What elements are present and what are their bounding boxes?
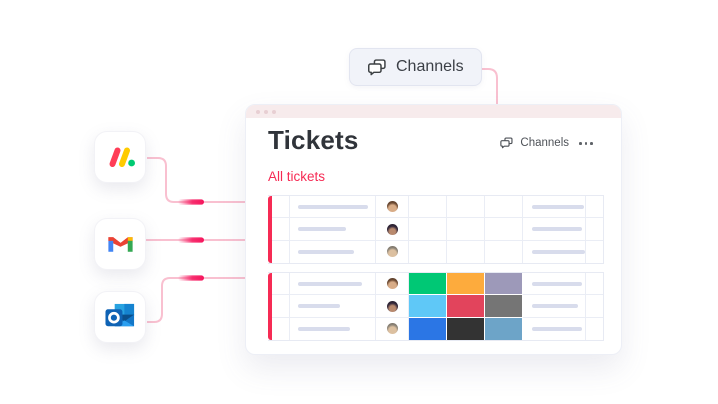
monday-icon (109, 147, 135, 167)
tail-skeleton (532, 227, 582, 232)
name-skeleton (298, 281, 362, 286)
board-channels-label: Channels (520, 137, 569, 149)
group-accent-bar (268, 273, 272, 341)
window-control-dot[interactable] (264, 109, 268, 114)
tail-skeleton (532, 249, 585, 254)
name-skeleton (298, 326, 350, 331)
avatar[interactable] (386, 278, 398, 290)
status-cell[interactable] (409, 218, 447, 241)
status-cell[interactable] (485, 196, 523, 219)
avatar[interactable] (386, 201, 398, 213)
outlook-icon (104, 303, 134, 326)
table-row[interactable] (272, 218, 603, 241)
window-control-dot[interactable] (272, 109, 276, 114)
avatar[interactable] (386, 223, 398, 235)
tail-skeleton (532, 204, 584, 209)
avatar[interactable] (386, 246, 398, 258)
name-skeleton (298, 227, 346, 232)
channels-bubbles-icon (368, 58, 386, 75)
board-title: Tickets (268, 125, 359, 155)
status-cell[interactable] (485, 218, 523, 241)
table-row[interactable] (272, 273, 603, 296)
tail-skeleton (532, 281, 582, 286)
tail-skeleton (532, 326, 582, 331)
name-skeleton (298, 204, 368, 209)
ticket-group (268, 195, 604, 265)
window-control-dot[interactable] (256, 109, 260, 114)
window-titlebar (246, 105, 621, 118)
gmail-app-card[interactable] (94, 218, 146, 270)
name-skeleton (298, 249, 354, 254)
board-channels-button[interactable]: Channels (500, 136, 569, 150)
monday-connector-line (147, 157, 247, 203)
status-cell[interactable] (409, 317, 447, 341)
group-accent-bar (268, 196, 272, 264)
channels-button[interactable]: Channels (349, 48, 482, 86)
outlook-app-card[interactable] (94, 291, 146, 343)
connector-pulses (178, 199, 204, 281)
status-cell[interactable] (447, 218, 485, 241)
table-row[interactable] (272, 317, 603, 341)
status-cell[interactable] (485, 295, 523, 318)
status-cell[interactable] (409, 240, 447, 264)
status-cell[interactable] (409, 196, 447, 219)
status-cell[interactable] (447, 240, 485, 264)
table-row[interactable] (272, 295, 603, 318)
status-cell[interactable] (447, 295, 485, 318)
status-cell[interactable] (447, 196, 485, 219)
section-label: All tickets (268, 169, 326, 184)
status-cell[interactable] (485, 273, 523, 296)
ellipsis-menu-icon[interactable] (579, 142, 593, 145)
status-cell[interactable] (485, 317, 523, 341)
table-row[interactable] (272, 196, 603, 219)
channels-button-label: Channels (396, 58, 464, 75)
ticket-group (268, 272, 604, 342)
tickets-board-window: Tickets Channels All tickets (245, 104, 622, 355)
status-cell[interactable] (409, 295, 447, 318)
monday-app-card[interactable] (94, 131, 146, 183)
status-cell[interactable] (447, 317, 485, 341)
avatar[interactable] (386, 323, 398, 335)
gmail-icon (107, 236, 133, 252)
avatar[interactable] (386, 300, 398, 312)
table-row[interactable] (272, 240, 603, 264)
status-cell[interactable] (447, 273, 485, 296)
channels-bubbles-icon (500, 137, 513, 149)
tail-skeleton (532, 304, 578, 309)
outlook-connector-line (147, 277, 247, 323)
name-skeleton (298, 304, 340, 309)
status-cell[interactable] (485, 240, 523, 264)
status-cell[interactable] (409, 273, 447, 296)
